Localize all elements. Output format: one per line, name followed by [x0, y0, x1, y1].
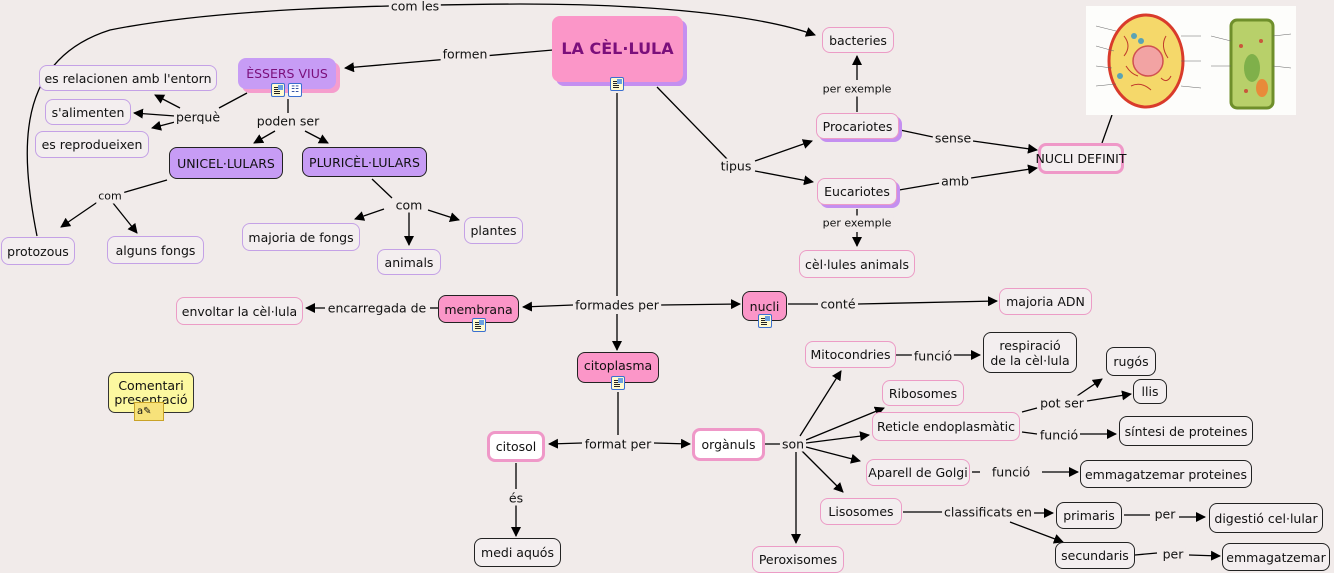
- link-es: és: [506, 490, 526, 506]
- concept-primaris[interactable]: primaris: [1056, 502, 1122, 529]
- concept-organuls[interactable]: orgànuls: [692, 428, 765, 461]
- concept-emmagatzemar[interactable]: emmagatzemar: [1222, 543, 1330, 571]
- link-encarregada-de: encarregada de: [325, 300, 429, 316]
- edge-com-les: [26, 3, 816, 237]
- concept-mitocondries[interactable]: Mitocondries: [805, 341, 896, 368]
- concept-protozous[interactable]: protozous: [1, 237, 75, 265]
- cell-diagram-image[interactable]: [1086, 6, 1296, 115]
- link-per-exemple-eucariotes: per exemple: [820, 215, 894, 231]
- document-image-icon[interactable]: [271, 83, 285, 97]
- link-com-unicel: com: [96, 188, 124, 204]
- link-formen: formen: [440, 46, 490, 62]
- concept-emmagatzemar-proteines[interactable]: emmagatzemar proteines: [1080, 460, 1252, 488]
- link-amb: amb: [939, 173, 971, 189]
- annotation-note-icon[interactable]: a✎: [134, 402, 164, 421]
- concept-essers-vius[interactable]: ÈSSERS VIUS: [238, 58, 336, 89]
- link-perque: perquè: [173, 109, 223, 125]
- concept-map-icon[interactable]: ☷: [288, 83, 302, 97]
- concept-bacteries[interactable]: bacteries: [822, 27, 894, 53]
- cell-illustration: [1095, 13, 1292, 110]
- concept-llis[interactable]: llis: [1133, 379, 1167, 404]
- document-image-icon[interactable]: [610, 77, 624, 91]
- concept-sintesi-de-proteines[interactable]: síntesi de proteines: [1119, 416, 1253, 446]
- concept-pluricellulars[interactable]: PLURICÈL·LULARS: [302, 147, 427, 177]
- concept-cellules-animals[interactable]: cèl·lules animals: [799, 250, 915, 278]
- link-tipus: tipus: [718, 158, 754, 174]
- link-sense: sense: [932, 130, 974, 146]
- concept-digestio-cellular[interactable]: digestió cel·lular: [1209, 503, 1323, 533]
- document-image-icon[interactable]: [758, 314, 772, 328]
- link-per-secundaris: per: [1160, 546, 1186, 562]
- concept-animals[interactable]: animals: [377, 249, 441, 275]
- concept-secundaris[interactable]: secundaris: [1055, 542, 1135, 569]
- link-pot-ser: pot ser: [1038, 395, 1086, 411]
- document-image-icon[interactable]: [472, 318, 486, 332]
- concept-lisosomes[interactable]: Lisosomes: [820, 498, 902, 525]
- link-son: son: [779, 436, 807, 452]
- concept-majoria-de-fongs[interactable]: majoria de fongs: [242, 223, 360, 251]
- link-per-primaris: per: [1152, 506, 1178, 522]
- link-conte: conté: [818, 296, 858, 312]
- concept-medi-aquos[interactable]: medi aquós: [474, 538, 561, 567]
- link-format-per: format per: [582, 436, 654, 452]
- concept-citosol[interactable]: citosol: [487, 431, 545, 462]
- concept-peroxisomes[interactable]: Peroxisomes: [752, 546, 844, 573]
- concept-unicellulars[interactable]: UNICEL·LULARS: [169, 147, 283, 179]
- concept-reticle-endoplasmatic[interactable]: Reticle endoplasmàtic: [872, 412, 1020, 441]
- concept-majoria-adn[interactable]: majoria ADN: [999, 288, 1092, 315]
- concept-alguns-fongs[interactable]: alguns fongs: [107, 236, 204, 264]
- concept-s-alimenten[interactable]: s'alimenten: [45, 99, 131, 125]
- concept-aparell-de-golgi[interactable]: Aparell de Golgi: [866, 459, 970, 486]
- document-image-icon[interactable]: [611, 376, 625, 390]
- concept-procariotes[interactable]: Procariotes: [816, 113, 899, 139]
- link-funcio-reticle: funció: [1037, 427, 1081, 443]
- link-poden-ser: poden ser: [254, 113, 322, 129]
- link-com-les: com les: [388, 0, 442, 14]
- concept-es-reprodueixen[interactable]: es reprodueixen: [35, 131, 149, 158]
- concept-la-cellula[interactable]: LA CÈL·LULA: [552, 16, 683, 82]
- concept-respiracio[interactable]: respiració de la cèl·lula: [983, 332, 1077, 373]
- link-funcio-golgi: funció: [989, 464, 1033, 480]
- link-formades-per: formades per: [573, 297, 661, 313]
- concept-nucli-definit[interactable]: NUCLI DEFINIT: [1036, 143, 1126, 174]
- link-com-pluri: com: [393, 197, 425, 213]
- concept-rugos[interactable]: rugós: [1106, 347, 1156, 376]
- concept-ribosomes[interactable]: Ribosomes: [882, 380, 964, 406]
- concept-envoltar-la-cellula[interactable]: envoltar la cèl·lula: [176, 297, 303, 325]
- concept-es-relacionen[interactable]: es relacionen amb l'entorn: [39, 65, 217, 91]
- concept-eucariotes[interactable]: Eucariotes: [817, 178, 897, 205]
- link-per-exemple-bacteries: per exemple: [820, 81, 894, 97]
- link-classificats-en: classificats en: [942, 504, 1034, 520]
- concept-plantes[interactable]: plantes: [464, 217, 523, 244]
- link-funcio-mitocondries: funció: [911, 348, 955, 364]
